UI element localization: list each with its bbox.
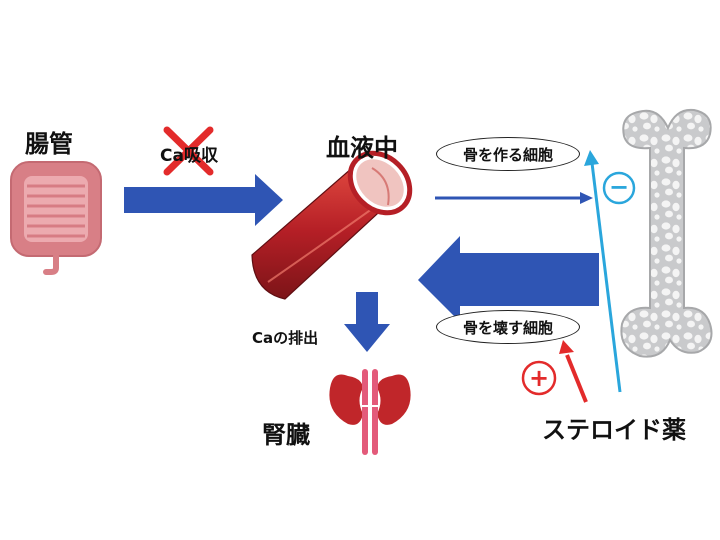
ca-excretion-label: Caの排出 xyxy=(252,329,319,347)
inhibit-line xyxy=(590,162,622,393)
ca-excretion-arrow xyxy=(344,292,390,352)
blood-vessel-icon xyxy=(251,150,413,300)
bone-forming-cell-label: 骨を作る細胞 xyxy=(436,137,580,171)
kidney-icon xyxy=(329,369,411,455)
cross-mark-icon xyxy=(163,126,214,176)
ca-absorption-label: Ca吸収 xyxy=(160,146,218,166)
promote-circle xyxy=(521,360,557,396)
inhibit-sign: − xyxy=(608,173,630,201)
promote-sign: + xyxy=(528,364,550,392)
bone-icon xyxy=(620,108,713,358)
steroid-label: ステロイド薬 xyxy=(542,416,686,444)
inhibit-circle xyxy=(602,171,636,205)
bone-resorption-arrow xyxy=(418,236,599,322)
inhibit-arrow-head xyxy=(584,150,599,166)
promote-arrow-head xyxy=(559,340,574,354)
kidney-label: 腎臓 xyxy=(262,421,310,449)
intestine-label: 腸管 xyxy=(25,130,73,158)
bone-formation-arrow-head xyxy=(580,192,593,204)
blood-label: 血液中 xyxy=(326,134,398,162)
ca-absorption-arrow xyxy=(124,174,283,226)
promote-line xyxy=(565,354,588,403)
intestine-icon xyxy=(10,161,102,275)
bone-breaking-cell-label: 骨を壊す細胞 xyxy=(436,310,580,344)
